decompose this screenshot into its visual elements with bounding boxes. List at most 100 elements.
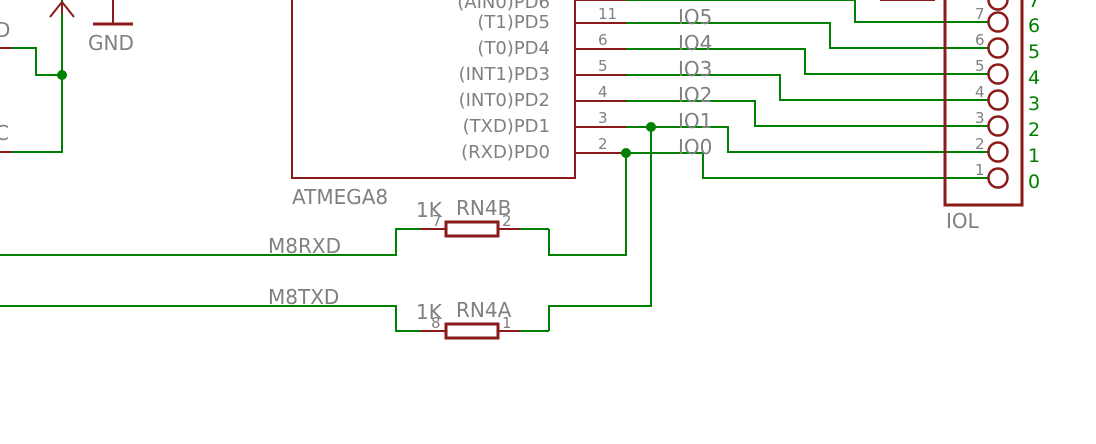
resistor-pin-left: 7 xyxy=(432,212,442,230)
connector-side-label: 6 xyxy=(1028,15,1040,37)
chip-pin-name: (TXD)PD1 xyxy=(463,116,550,137)
resistor-rn4b: 1K RN4B 7 2 xyxy=(416,196,520,238)
chip-pin-pd1: (TXD)PD1 3 xyxy=(463,109,626,137)
junction-dot xyxy=(57,70,67,80)
left-partial-area: D C xyxy=(0,0,75,153)
wire-m8txd xyxy=(0,305,420,332)
connector-body xyxy=(943,0,1024,207)
pin-circle-icon xyxy=(987,37,1009,59)
chip-pin-pd2: (INT0)PD2 4 xyxy=(459,83,626,111)
chip-pin-name: (T1)PD5 xyxy=(477,12,550,33)
resistor-name: RN4A xyxy=(456,298,512,322)
connector-pin: 5 4 xyxy=(975,57,1040,89)
connector-side-label: 3 xyxy=(1028,93,1040,115)
connector-pin-number: 2 xyxy=(975,135,985,153)
iol-connector: IOL 7 7 6 6 5 5 4 4 3 3 2 xyxy=(880,0,1040,233)
partial-label-d: D xyxy=(0,18,10,42)
resistor-value: 1K xyxy=(416,198,443,222)
chip-pin-pd6: (AIN0)PD6 xyxy=(457,0,626,13)
net-label-io1: IO1 xyxy=(678,109,712,133)
wire-io5 xyxy=(626,22,988,49)
chip-pin-pd3: (INT1)PD3 5 xyxy=(459,57,626,85)
connector-pin: 7 xyxy=(987,0,1040,12)
junction-dot-rxd xyxy=(621,148,631,158)
gnd-symbol: GND xyxy=(88,0,134,55)
chip-pin-name: (AIN0)PD6 xyxy=(457,0,550,13)
net-label-io0: IO0 xyxy=(678,135,712,159)
chip-pin-number: 2 xyxy=(598,135,608,153)
connector-pin: 1 0 xyxy=(975,161,1040,193)
connector-pin-number: 6 xyxy=(975,31,985,49)
wire-rxd-drop xyxy=(548,153,627,256)
pin-circle-icon xyxy=(987,141,1009,163)
connector-pin: 4 3 xyxy=(975,83,1040,115)
connector-side-label: 7 xyxy=(1028,0,1040,12)
pin-circle-icon xyxy=(987,11,1009,33)
connector-pin-number: 3 xyxy=(975,109,985,127)
wire-io0 xyxy=(626,152,988,179)
pin-circle-icon xyxy=(987,89,1009,111)
chip-pin-number: 6 xyxy=(598,31,608,49)
serial-section: M8RXD 1K RN4B 7 2 M8TXD 1K RN4A 8 1 xyxy=(0,122,656,340)
partial-label-c: C xyxy=(0,121,9,145)
wire-c-to-supply xyxy=(12,0,63,153)
wire-m8rxd xyxy=(0,228,420,256)
connector-pin: 3 2 xyxy=(975,109,1040,141)
wire-io1 xyxy=(626,126,988,153)
junction-dot-txd xyxy=(646,122,656,132)
resistor-body xyxy=(444,322,500,340)
wire-pd6-drop xyxy=(854,0,988,23)
connector-pin-number: 4 xyxy=(975,83,985,101)
connector-pin-number: 5 xyxy=(975,57,985,75)
chip-pin-name: (INT0)PD2 xyxy=(459,90,550,111)
chip-pin-number: 5 xyxy=(598,57,608,75)
net-label-io4: IO4 xyxy=(678,31,712,55)
pin-circle-icon xyxy=(987,167,1009,189)
resistor-pin-left: 8 xyxy=(431,314,441,332)
net-label-io3: IO3 xyxy=(678,57,712,81)
connector-pin: 2 1 xyxy=(975,135,1040,167)
connector-side-label: 1 xyxy=(1028,145,1040,167)
connector-side-label: 0 xyxy=(1028,171,1040,193)
chip-pin-pd5: (T1)PD5 11 xyxy=(477,5,626,33)
chip-pin-name: (INT1)PD3 xyxy=(459,64,550,85)
connector-pin: 6 5 xyxy=(975,31,1040,63)
chip-pin-pd0: (RXD)PD0 2 xyxy=(461,135,626,163)
connector-pin: 7 6 xyxy=(975,5,1040,37)
atmega8-chip: ATMEGA8 (AIN0)PD6 (T1)PD5 11 (T0)PD4 6 (… xyxy=(291,0,626,209)
connector-name: IOL xyxy=(946,209,980,233)
chip-pin-number: 11 xyxy=(598,5,617,23)
chip-pin-number: 3 xyxy=(598,109,608,127)
resistor-name: RN4B xyxy=(456,196,511,220)
chip-pin-name: (RXD)PD0 xyxy=(461,142,550,163)
wire-io2 xyxy=(626,100,988,127)
connector-pin-number: 7 xyxy=(975,5,985,23)
net-label-io2: IO2 xyxy=(678,83,712,107)
io-nets: IO5 IO4 IO3 IO2 IO1 IO0 xyxy=(626,0,988,179)
wire-d-to-supply xyxy=(12,47,62,76)
net-label-io5: IO5 xyxy=(678,5,712,29)
chip-pin-number: 4 xyxy=(598,83,608,101)
signal-label-m8rxd: M8RXD xyxy=(268,234,341,258)
pin-circle-icon xyxy=(987,115,1009,137)
gnd-label: GND xyxy=(88,31,134,55)
signal-label-m8txd: M8TXD xyxy=(268,285,339,309)
resistor-value: 1K xyxy=(416,300,443,324)
resistor-body xyxy=(444,220,500,238)
chip-name: ATMEGA8 xyxy=(292,185,388,209)
wire-txd-drop xyxy=(548,127,652,331)
supply-arrow-icon xyxy=(49,0,75,18)
connector-side-label: 2 xyxy=(1028,119,1040,141)
chip-body xyxy=(291,0,576,179)
resistor-pin-right: 2 xyxy=(502,212,512,230)
resistor-pin-right: 1 xyxy=(502,314,512,332)
resistor-rn4a: 1K RN4A 8 1 xyxy=(416,298,520,340)
connector-side-label: 5 xyxy=(1028,41,1040,63)
wire-io4 xyxy=(626,48,988,75)
connector-pin-number: 1 xyxy=(975,161,985,179)
chip-pin-name: (T0)PD4 xyxy=(477,38,550,59)
pin-circle-icon xyxy=(987,63,1009,85)
pin-circle-icon xyxy=(987,0,1009,11)
connector-side-label: 4 xyxy=(1028,67,1040,89)
